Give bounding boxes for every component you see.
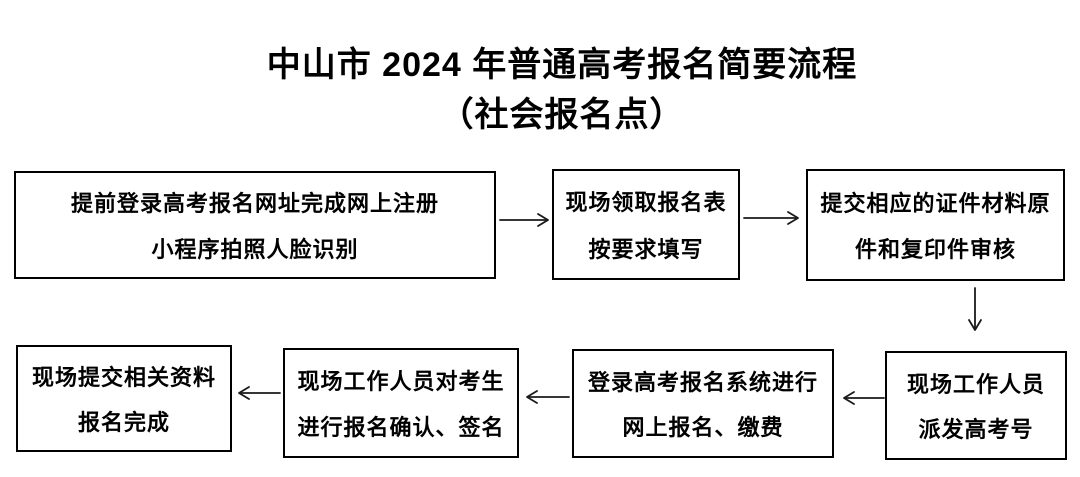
flow-box-step-6: 现场工作人员对考生 进行报名确认、签名 (283, 348, 519, 458)
title-line-1: 中山市 2024 年普通高考报名简要流程 (266, 46, 858, 84)
flow-box-step-1: 提前登录高考报名网址完成网上注册 小程序拍照人脸识别 (14, 171, 496, 279)
step-4-line-2: 派发高考号 (918, 417, 1034, 443)
step-4-line-1: 现场工作人员 (906, 371, 1045, 397)
step-5-line-2: 网上报名、缴费 (622, 415, 784, 441)
step-5-line-1: 登录高考报名系统进行 (587, 369, 818, 395)
arrow-step2-to-step3-right-icon (743, 209, 801, 227)
flow-box-step-7: 现场提交相关资料 报名完成 (16, 345, 232, 452)
step-6-line-1: 现场工作人员对考生 (297, 369, 505, 394)
flow-box-step-5: 登录高考报名系统进行 网上报名、缴费 (572, 349, 834, 458)
step-2-line-2: 按要求填写 (588, 236, 704, 262)
flow-box-step-4: 现场工作人员 派发高考号 (885, 351, 1067, 460)
flow-box-step-3: 提交相应的证件材料原 件和复印件审核 (806, 169, 1065, 281)
step-2-line-1: 现场领取报名表 (565, 190, 727, 216)
step-3-line-2: 件和复印件审核 (854, 237, 1016, 263)
page-title: 中山市 2024 年普通高考报名简要流程 （社会报名点） (22, 40, 1080, 140)
arrow-step3-to-step4-down-icon (966, 287, 984, 333)
flow-box-step-2: 现场领取报名表 按要求填写 (552, 169, 740, 280)
step-1-line-2: 小程序拍照人脸识别 (151, 236, 359, 262)
arrow-step1-to-step2-right-icon (499, 211, 551, 229)
arrow-step5-to-step6-left-icon (524, 388, 570, 406)
title-line-2: （社会报名点） (439, 96, 685, 134)
step-6-line-2: 进行报名确认、签名 (297, 415, 505, 440)
step-3-line-1: 提交相应的证件材料原 (820, 190, 1051, 216)
step-7-line-1: 现场提交相关资料 (31, 365, 216, 390)
arrow-step6-to-step7-left-icon (236, 384, 281, 402)
arrow-step4-to-step5-left-icon (841, 389, 885, 407)
step-7-line-2: 报名完成 (77, 410, 170, 435)
step-1-line-1: 提前登录高考报名网址完成网上注册 (70, 191, 439, 217)
